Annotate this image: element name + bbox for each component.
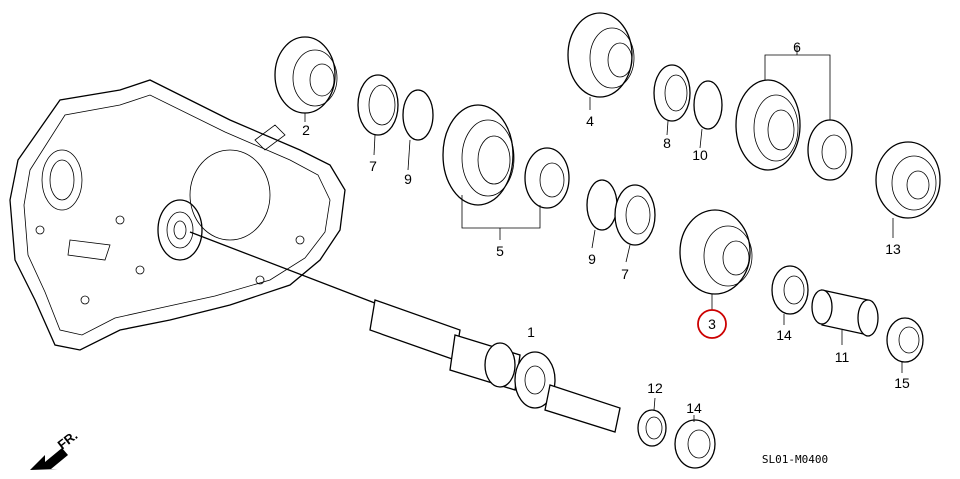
transmission-housing — [9, 79, 346, 351]
part-label-1: 1 — [527, 324, 535, 340]
bearing-part-13 — [875, 141, 941, 238]
part-label-7a: 7 — [369, 158, 377, 174]
synchro-hub-sleeve-part-6 — [735, 45, 853, 181]
washer-part-12 — [637, 397, 667, 447]
part-label-10: 10 — [692, 147, 708, 163]
front-direction-arrow — [30, 448, 68, 470]
part-label-4: 4 — [586, 113, 594, 129]
collar-part-11 — [811, 289, 879, 345]
diagram-code: SL01-M0400 — [762, 453, 828, 466]
synchro-ring-part-7a — [357, 74, 399, 156]
mainshaft-part-1 — [189, 231, 621, 433]
part-label-8: 8 — [663, 135, 671, 151]
spring-ring-part-9b — [586, 179, 618, 249]
front-direction-label: FR. — [55, 428, 81, 453]
gear-part-3 — [679, 209, 753, 310]
part-label-9a: 9 — [404, 171, 412, 187]
part-label-7b: 7 — [621, 266, 629, 282]
spring-ring-part-10 — [693, 80, 723, 149]
synchro-ring-part-7b — [614, 184, 656, 263]
gear-part-4 — [567, 12, 635, 110]
needle-bearing-part-15 — [886, 317, 924, 373]
part-label-5: 5 — [496, 243, 504, 259]
part-label-15: 15 — [894, 375, 910, 391]
part-label-13: 13 — [885, 241, 901, 257]
synchro-hub-sleeve-part-5 — [442, 104, 570, 240]
synchro-ring-part-8 — [653, 64, 691, 136]
spring-ring-part-9a — [402, 89, 434, 171]
part-label-12: 12 — [647, 380, 663, 396]
part-label-6: 6 — [793, 39, 801, 55]
gear-part-2 — [274, 36, 338, 122]
part-label-9b: 9 — [588, 251, 596, 267]
part-label-3: 3 — [708, 316, 716, 332]
part-label-14a: 14 — [776, 327, 792, 343]
part-label-14b: 14 — [686, 400, 702, 416]
needle-bearing-part-14b — [674, 415, 716, 469]
part-label-2: 2 — [302, 122, 310, 138]
highlight-circle-part-3 — [697, 309, 727, 339]
needle-bearing-part-14a — [771, 265, 809, 325]
part-label-11: 11 — [835, 349, 850, 365]
part-labels: 1 2 3 4 5 6 7 7 8 9 9 10 11 12 13 14 14 … — [302, 39, 910, 416]
